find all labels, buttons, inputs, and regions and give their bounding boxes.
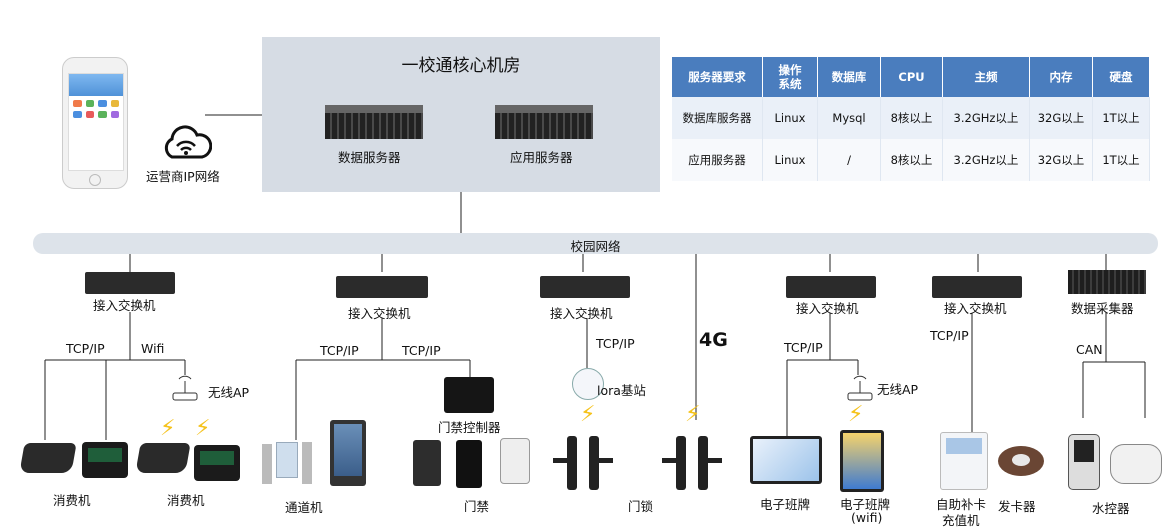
cloud-wifi-icon (164, 125, 212, 159)
core-room-title: 一校通核心机房 (401, 56, 521, 76)
face-terminal-icon (330, 420, 366, 486)
access-reader-icon (413, 440, 441, 486)
table-cell: 应用服务器 (672, 139, 763, 181)
gate-machine-icon (262, 438, 326, 486)
pos-terminal-icon (135, 443, 191, 473)
data-collector-icon (1068, 270, 1146, 294)
smartphone (62, 57, 128, 189)
pos-label: 消费机 (53, 493, 91, 508)
lightning-icon: ⚡ (848, 402, 864, 427)
water-controller-icon (1068, 434, 1100, 490)
water-controller-label: 水控器 (1092, 501, 1130, 516)
lightning-icon: ⚡ (160, 416, 176, 441)
table-cell: 8核以上 (880, 97, 943, 139)
switch-label: 接入交换机 (348, 306, 411, 321)
lightning-icon: ⚡ (580, 402, 596, 427)
table-header: 硬盘 (1092, 57, 1150, 97)
table-cell: 3.2GHz以上 (942, 139, 1030, 181)
link-label: TCP/IP (66, 341, 105, 356)
switch-label: 接入交换机 (944, 301, 1007, 316)
table-header: 数据库 (817, 57, 881, 97)
table-header: 操作 系统 (762, 57, 818, 97)
table-cell: / (817, 139, 881, 181)
water-valve-icon (1110, 444, 1162, 484)
link-label: TCP/IP (784, 340, 823, 355)
table-header: CPU (880, 57, 943, 97)
link-label: Wifi (141, 341, 165, 356)
class-board-wifi-label: 电子班牌 (840, 497, 891, 512)
link-label: TCP/IP (320, 343, 359, 358)
lora-station-label: lora基站 (597, 383, 646, 398)
recharge-label-1: 自助补卡 (936, 497, 987, 512)
pos-terminal-icon (19, 443, 77, 473)
access-reader-icon (500, 438, 530, 484)
wireless-ap-label: 无线AP (877, 382, 919, 397)
gate-machine-label: 通道机 (285, 500, 323, 515)
switch-label: 接入交换机 (93, 298, 156, 313)
door-lock-label: 门锁 (628, 499, 654, 514)
card-issuer-label: 发卡器 (998, 499, 1036, 514)
table-cell: 8核以上 (880, 139, 943, 181)
table-cell: Linux (762, 139, 818, 181)
app-server-label: 应用服务器 (510, 150, 573, 165)
switch-icon (336, 276, 428, 298)
switch-icon (932, 276, 1022, 298)
access-controller-icon (444, 377, 494, 413)
data-collector-label: 数据采集器 (1071, 301, 1134, 316)
pos-terminal-icon (194, 445, 240, 481)
campus-network-label: 校园网络 (570, 239, 621, 254)
wireless-ap-icon (172, 375, 198, 401)
link-label: TCP/IP (402, 343, 441, 358)
table-header: 服务器要求 (672, 57, 763, 97)
table-cell: 1T以上 (1092, 97, 1150, 139)
db-server-label: 数据服务器 (338, 150, 401, 165)
4g-label: 4G (699, 329, 728, 351)
access-controller-label: 门禁控制器 (438, 420, 501, 435)
class-board-label: 电子班牌 (760, 497, 811, 512)
table-cell: 数据库服务器 (672, 97, 763, 139)
door-lock-icon (662, 436, 722, 490)
access-reader-icon (456, 440, 482, 488)
class-board-icon (750, 436, 822, 484)
table-row: 应用服务器 Linux / 8核以上 3.2GHz以上 32G以上 1T以上 (672, 139, 1150, 181)
wireless-ap-icon (847, 375, 873, 401)
table-cell: Mysql (817, 97, 881, 139)
app-server-icon (495, 105, 593, 139)
recharge-label-2: 充值机 (942, 513, 980, 528)
campus-network-bar: 校园网络 (33, 233, 1158, 254)
table-cell: 32G以上 (1029, 139, 1093, 181)
carrier-network-label: 运营商IP网络 (146, 169, 220, 184)
switch-label: 接入交换机 (796, 301, 859, 316)
pos-terminal-icon (82, 442, 128, 478)
switch-label: 接入交换机 (550, 306, 613, 321)
table-row: 数据库服务器 Linux Mysql 8核以上 3.2GHz以上 32G以上 1… (672, 97, 1150, 139)
switch-icon (786, 276, 876, 298)
recharge-kiosk-icon (940, 432, 988, 490)
lightning-icon: ⚡ (195, 416, 211, 441)
access-label: 门禁 (464, 499, 490, 514)
switch-icon (85, 272, 175, 294)
class-board-wifi-icon (840, 430, 884, 492)
table-cell: 1T以上 (1092, 139, 1150, 181)
class-board-wifi-sub: (wifi) (851, 510, 883, 525)
pos-label: 消费机 (167, 493, 205, 508)
table-header: 主频 (942, 57, 1030, 97)
link-label: TCP/IP (596, 336, 635, 351)
wireless-ap-label: 无线AP (208, 385, 250, 400)
table-cell: 32G以上 (1029, 97, 1093, 139)
link-label: TCP/IP (930, 328, 969, 343)
table-cell: 3.2GHz以上 (942, 97, 1030, 139)
db-server-icon (325, 105, 423, 139)
table-header: 内存 (1029, 57, 1093, 97)
link-label: CAN (1076, 342, 1103, 357)
door-lock-icon (553, 436, 613, 490)
table-cell: Linux (762, 97, 818, 139)
server-spec-table: 服务器要求 操作 系统 数据库 CPU 主频 内存 硬盘 数据库服务器 Linu… (672, 57, 1150, 181)
core-machine-room: 一校通核心机房 数据服务器 应用服务器 (262, 37, 660, 192)
lightning-icon: ⚡ (685, 402, 701, 427)
card-issuer-icon (998, 446, 1044, 476)
switch-icon (540, 276, 630, 298)
lora-station-icon (572, 368, 604, 400)
